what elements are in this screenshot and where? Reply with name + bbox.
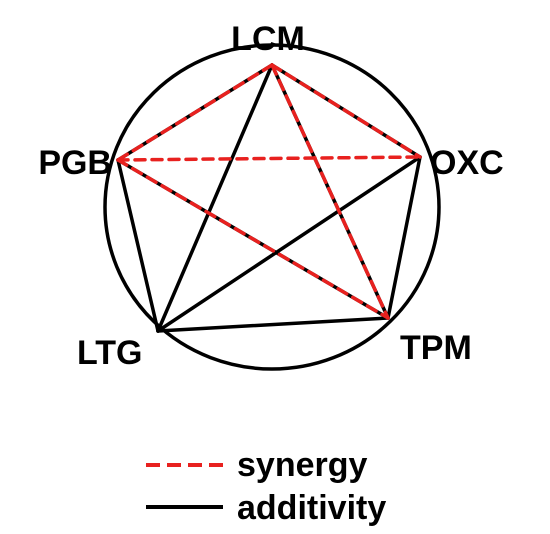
outer-circle <box>103 43 441 371</box>
edge-synergy-lcm-pgb <box>116 63 274 162</box>
edge-additivity-oxc-tpm <box>386 155 422 320</box>
node-label-lcm: LCM <box>231 20 305 58</box>
node-label-ltg: LTG <box>77 334 142 372</box>
edge-synergy-lcm-tpm <box>270 63 390 320</box>
node-label-oxc: OXC <box>430 144 504 182</box>
edge-additivity-pgb-ltg <box>116 158 160 333</box>
edge-additivity-ltg-tpm <box>156 316 390 333</box>
legend-additivity-label: additivity <box>237 489 386 527</box>
legend-synergy-label: synergy <box>237 446 367 484</box>
synergy-edges <box>116 63 422 320</box>
edge-additivity-oxc-ltg <box>156 155 422 333</box>
node-label-tpm: TPM <box>400 329 472 367</box>
edge-synergy-lcm-oxc <box>270 63 422 159</box>
edge-synergy-pgb-tpm <box>116 158 390 320</box>
node-label-pgb: PGB <box>38 144 112 182</box>
edge-additivity-lcm-ltg <box>156 63 274 333</box>
edge-synergy-pgb-oxc <box>116 155 422 162</box>
